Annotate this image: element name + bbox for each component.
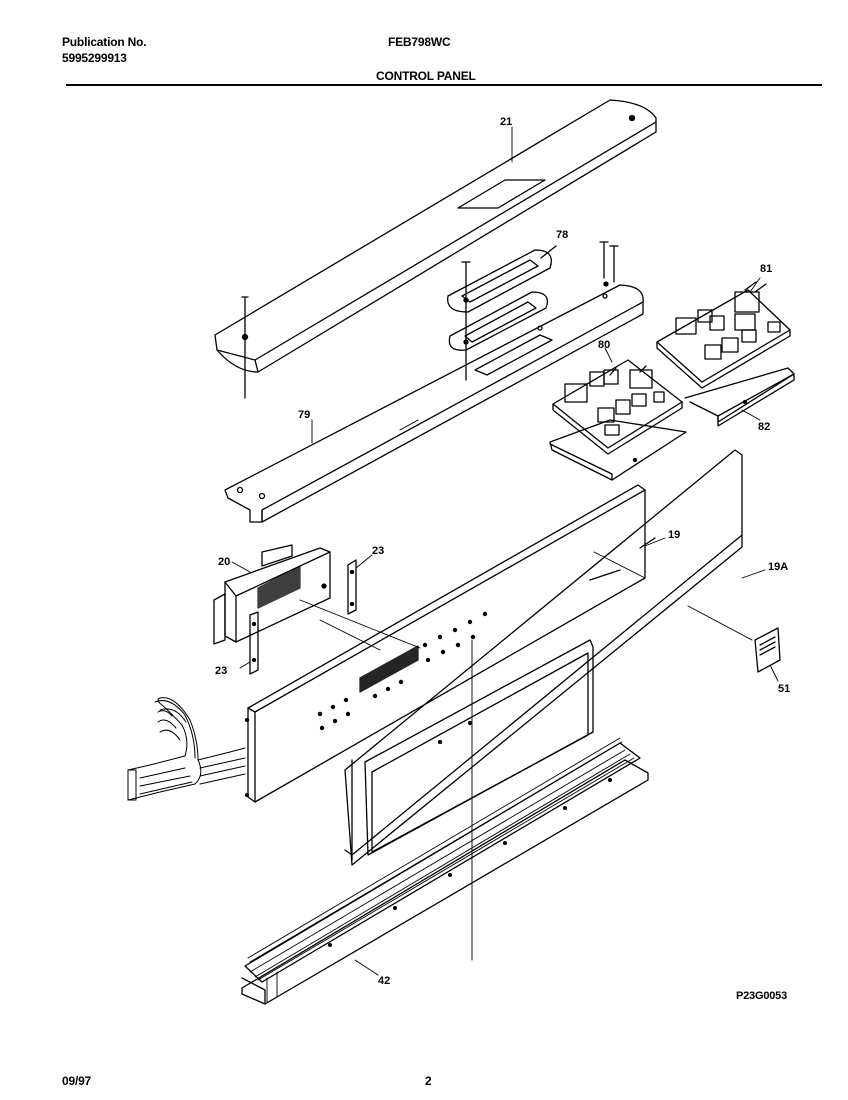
part-23-brackets <box>249 559 357 675</box>
callout-21: 21 <box>500 116 512 128</box>
footer-page-number: 2 <box>425 1074 432 1088</box>
part-80-relay-board <box>552 359 683 455</box>
part-19-control-glass <box>244 484 656 803</box>
footer-date: 09/97 <box>62 1074 92 1088</box>
callout-20: 20 <box>218 556 230 568</box>
part-19a-outer-panel <box>344 449 743 866</box>
drawing-code: P23G0053 <box>736 990 787 1002</box>
callout-81: 81 <box>760 263 772 275</box>
callout-labels: 21 78 81 80 79 82 19 19A 20 23 23 51 42 <box>215 116 790 987</box>
callout-19a: 19A <box>768 561 788 573</box>
callout-79: 79 <box>298 409 310 421</box>
part-81-relay-board <box>656 281 791 389</box>
part-21-top-trim <box>214 99 657 399</box>
part-20-control-module <box>213 544 331 645</box>
part-42-vent-trim <box>241 639 649 1005</box>
callout-82: 82 <box>758 421 770 433</box>
leader-lines <box>231 126 779 976</box>
header-rule <box>66 84 822 86</box>
callout-42: 42 <box>378 975 390 987</box>
section-title: CONTROL PANEL <box>376 69 476 83</box>
part-screws <box>599 241 619 287</box>
callout-78: 78 <box>556 229 568 241</box>
model-number: FEB798WC <box>388 35 451 49</box>
publication-label: Publication No. <box>62 35 147 49</box>
callout-51: 51 <box>778 683 790 695</box>
part-80-support-plate <box>549 419 687 481</box>
part-wire-harness <box>127 697 246 801</box>
publication-number: 5995299913 <box>62 51 127 65</box>
callout-23-upper: 23 <box>372 545 384 557</box>
callout-80: 80 <box>598 339 610 351</box>
part-51-label <box>754 627 781 673</box>
part-79-panel-bracket <box>224 284 644 523</box>
callout-23-lower: 23 <box>215 665 227 677</box>
part-82-mounting-plate <box>684 367 795 427</box>
callout-19: 19 <box>668 529 680 541</box>
part-78-gasket <box>447 245 557 381</box>
